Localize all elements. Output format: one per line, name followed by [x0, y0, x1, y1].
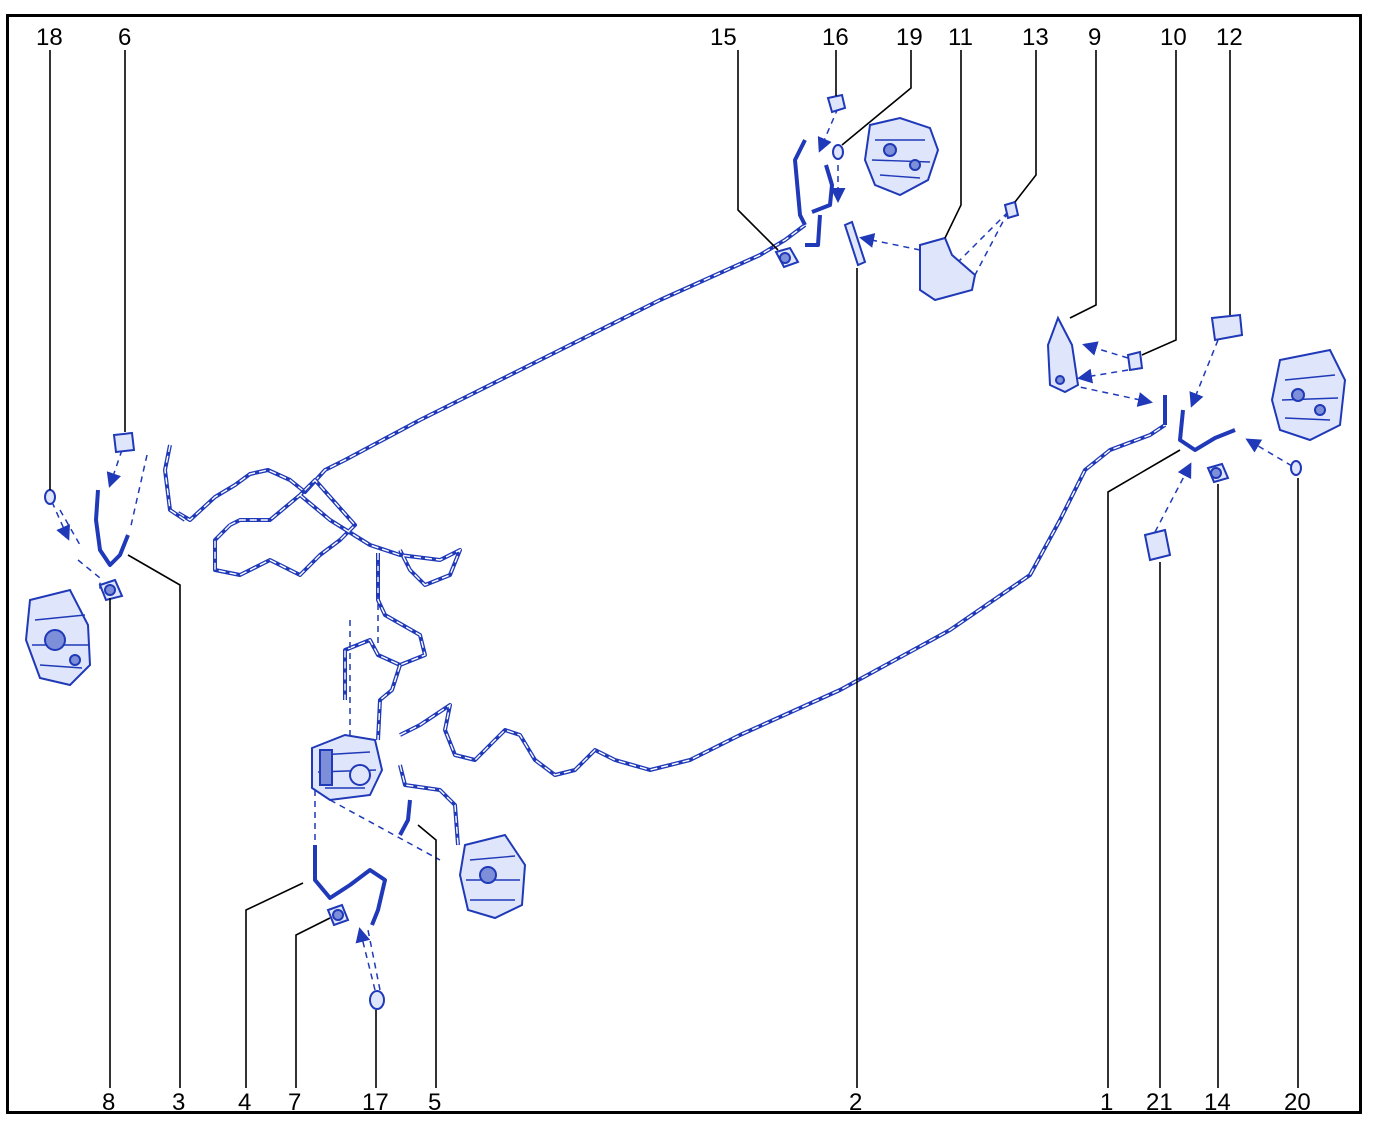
callout-20: 20: [1284, 1089, 1311, 1116]
callout-12: 12: [1216, 24, 1243, 51]
callout-17: 17: [362, 1089, 389, 1116]
abs-module-icon: [311, 733, 384, 802]
hose-3-icon: [94, 489, 130, 567]
hose-4-icon: [313, 845, 387, 926]
assembly-arrows: [51, 107, 1293, 991]
master-cylinder-icon: [863, 116, 940, 197]
callout-19: 19: [896, 24, 923, 51]
callout-7: 7: [288, 1089, 301, 1116]
callout-14: 14: [1204, 1089, 1231, 1116]
callout-11: 11: [948, 24, 973, 51]
washer-20-icon: [1290, 460, 1302, 476]
front-caliper-right-icon: [458, 833, 527, 920]
rear-caliper-right-icon: [1270, 348, 1347, 442]
hose-2-icon: [843, 220, 867, 267]
bracket-11-icon: [919, 236, 977, 302]
grommet-10-icon: [1126, 350, 1144, 372]
clip-6-icon: [112, 431, 136, 454]
washer-19-icon: [832, 144, 844, 160]
callout-labels: 18 6 15 16 19 11 13 9 10 12 8 3 4 7 17 5…: [36, 24, 1311, 1116]
rear-brake-line: [399, 395, 1236, 777]
callout-10: 10: [1160, 24, 1187, 51]
grommet-21-icon: [1143, 528, 1172, 562]
washer-17-icon: [369, 990, 385, 1010]
washer-18-icon: [44, 489, 56, 505]
clip-13-icon: [1003, 200, 1020, 220]
hose-5-icon: [398, 799, 412, 836]
front-brake-line: [176, 223, 807, 522]
callout-15: 15: [710, 24, 737, 51]
callout-3: 3: [172, 1089, 185, 1116]
leader-lines: [49, 50, 1299, 1088]
bolt-8-icon: [98, 578, 124, 602]
front-right-hose-line: [398, 764, 460, 846]
callout-4: 4: [238, 1089, 251, 1116]
callout-9: 9: [1088, 24, 1101, 51]
callout-16: 16: [822, 24, 849, 51]
front-caliper-left-icon: [24, 588, 92, 687]
diagram-frame: [6, 14, 1362, 1114]
callout-1: 1: [1100, 1089, 1113, 1116]
engine-bay-lines: [163, 444, 462, 741]
callout-21: 21: [1146, 1089, 1173, 1116]
callout-5: 5: [428, 1089, 441, 1116]
bolt-7-icon: [326, 903, 350, 927]
clip-12-icon: [1210, 313, 1244, 342]
bolt-15-icon: [774, 246, 800, 269]
callout-2: 2: [849, 1089, 862, 1116]
callout-6: 6: [118, 24, 131, 51]
callout-13: 13: [1022, 24, 1049, 51]
callout-8: 8: [102, 1089, 115, 1116]
callout-18: 18: [36, 24, 63, 51]
bracket-9-icon: [1046, 315, 1080, 394]
clip-16-icon: [826, 93, 847, 114]
bolt-14-icon: [1206, 462, 1230, 484]
